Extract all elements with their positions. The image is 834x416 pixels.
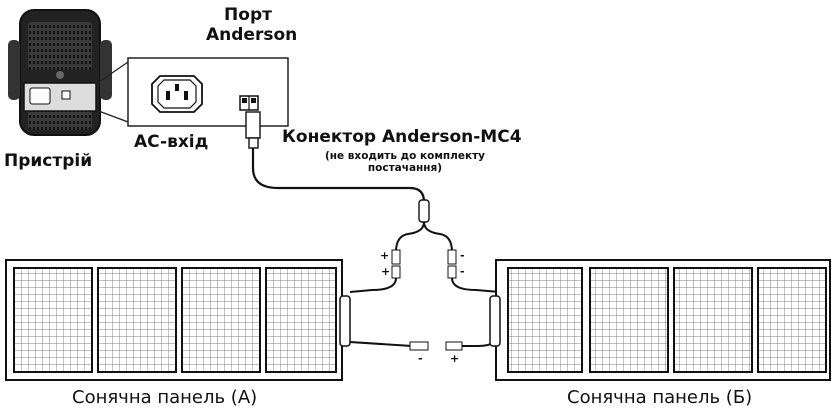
solar-panel-b: [489, 259, 831, 381]
minus-sign-right-upper: -: [460, 249, 465, 262]
minus-sign-right-lower: -: [460, 265, 465, 278]
minus-sign-bottom: -: [418, 352, 423, 365]
connector-note: (не входить до комплекту постачання): [310, 150, 500, 174]
connector-note-line1: (не входить до комплекту: [324, 150, 486, 162]
connector-note-line2: постачання): [367, 162, 443, 175]
ac-input-label: AC-вхід: [134, 132, 209, 152]
port-panel-zoom: [127, 57, 289, 127]
anderson-port-label: Порт Anderson: [206, 5, 298, 45]
solar-panel-a: [5, 259, 351, 381]
callout-line: [95, 61, 129, 85]
power-station-device: [8, 9, 112, 136]
callout-line: [95, 109, 129, 123]
anderson-port-icon: [239, 95, 259, 111]
solar-panel-b-label: Сонячна панель (Б): [567, 387, 753, 408]
solar-panel-a-label: Сонячна панель (А): [72, 387, 258, 408]
device-label: Пристрій: [4, 151, 93, 171]
anderson-port-label-line1: Порт: [224, 5, 272, 25]
anderson-port-label-line2: Anderson: [206, 24, 298, 45]
panel-cables: [340, 299, 504, 351]
plus-sign-left-upper: +: [380, 249, 390, 262]
plus-sign-left-lower: +: [381, 265, 391, 278]
plus-sign-bottom: +: [450, 352, 460, 365]
anderson-mc4-cable: [245, 111, 501, 293]
ac-inlet-icon: [151, 75, 203, 113]
connector-label: Конектор Anderson-MC4: [282, 127, 522, 147]
